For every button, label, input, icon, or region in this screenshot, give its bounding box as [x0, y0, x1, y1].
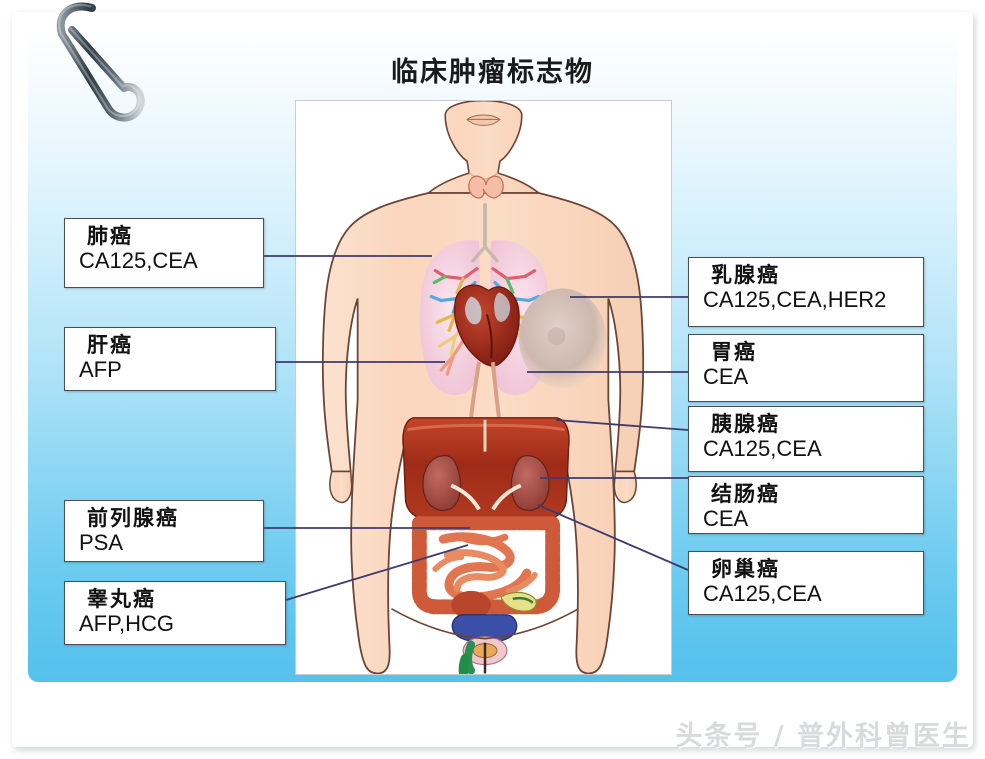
label-markers: CA125,CEA: [703, 580, 822, 606]
paperclip-icon: [36, 0, 156, 126]
label-markers: CA125,CEA: [79, 247, 198, 273]
heart-organ: [453, 284, 520, 367]
label-markers: CA125,CEA,HER2: [703, 286, 887, 312]
label-title: 乳腺癌: [711, 262, 780, 287]
label-markers: CA125,CEA: [703, 435, 822, 461]
label-lung-cancer[interactable]: 肺癌 CA125,CEA: [64, 218, 264, 288]
label-title: 结肠癌: [711, 481, 780, 506]
label-title: 睾丸癌: [87, 586, 156, 611]
appendix-region: [500, 591, 537, 612]
anatomy-illustration-panel: [295, 100, 672, 675]
label-prostate-cancer[interactable]: 前列腺癌 PSA: [64, 500, 264, 562]
label-title: 肝癌: [87, 332, 133, 357]
page-title: 临床肿瘤标志物: [391, 57, 594, 88]
label-liver-cancer[interactable]: 肝癌 AFP: [64, 327, 276, 391]
kidneys-organ: [422, 455, 550, 511]
label-title: 胃癌: [711, 339, 757, 364]
label-markers: CEA: [703, 505, 749, 531]
label-testicular-cancer[interactable]: 睾丸癌 AFP,HCG: [64, 581, 286, 645]
label-title: 胰腺癌: [711, 411, 780, 436]
label-title: 前列腺癌: [87, 505, 179, 530]
label-stomach-cancer[interactable]: 胃癌 CEA: [688, 334, 924, 402]
label-markers: AFP,HCG: [79, 610, 174, 636]
label-markers: PSA: [79, 529, 124, 555]
thyroid-organ: [468, 175, 504, 199]
label-pancreatic-cancer[interactable]: 胰腺癌 CA125,CEA: [688, 406, 924, 472]
label-breast-cancer[interactable]: 乳腺癌 CA125,CEA,HER2: [688, 257, 924, 327]
label-colon-cancer[interactable]: 结肠癌 CEA: [688, 476, 924, 534]
label-title: 肺癌: [87, 223, 133, 248]
label-ovarian-cancer[interactable]: 卵巢癌 CA125,CEA: [688, 551, 924, 615]
intestines-organ: [411, 515, 561, 615]
label-markers: CEA: [703, 363, 749, 389]
label-title: 卵巢癌: [711, 556, 780, 581]
label-markers: AFP: [79, 356, 122, 382]
watermark: 头条号 / 普外科曾医生: [675, 721, 971, 752]
human-body-figure: [321, 101, 645, 674]
